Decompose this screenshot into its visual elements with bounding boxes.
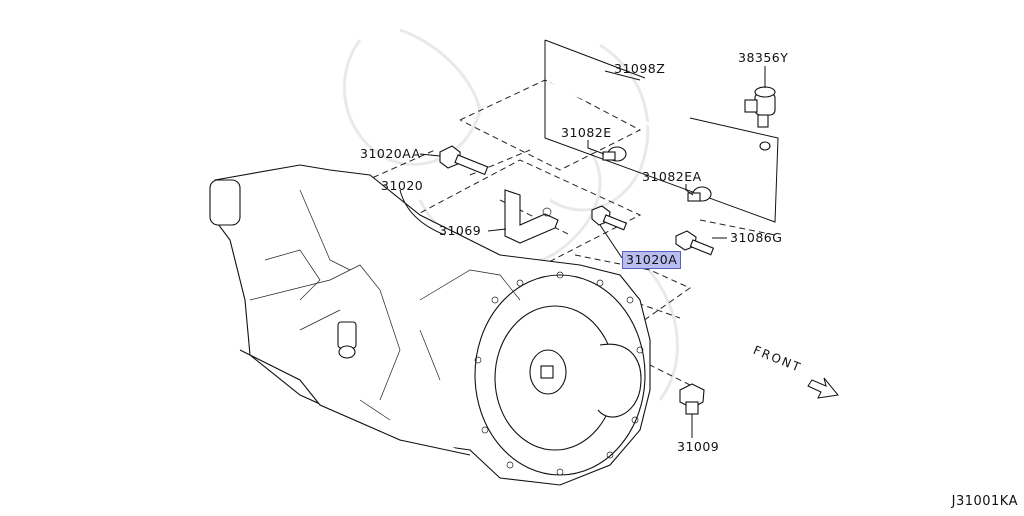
part-label-31020AA[interactable]: 31020AA bbox=[360, 146, 421, 161]
part-label-31020A[interactable]: 31020A bbox=[622, 251, 682, 269]
front-arrow-icon bbox=[807, 377, 839, 399]
bolt-31020AA bbox=[439, 145, 489, 176]
breather-cap-38356Y bbox=[744, 86, 776, 128]
bracket-31069 bbox=[504, 189, 559, 244]
bolt-31086G bbox=[675, 230, 715, 256]
part-label-31098Z[interactable]: 31098Z bbox=[614, 61, 666, 76]
part-label-31082EA[interactable]: 31082EA bbox=[642, 169, 702, 184]
part-label-38356Y[interactable]: 38356Y bbox=[738, 50, 789, 65]
bolt-31020A bbox=[591, 205, 628, 231]
hose-clip-31082E bbox=[602, 146, 627, 162]
transmission-assembly-31020 bbox=[209, 164, 651, 486]
part-label-31082E[interactable]: 31082E bbox=[561, 125, 612, 140]
part-label-31069[interactable]: 31069 bbox=[439, 223, 482, 238]
part-label-31020[interactable]: 31020 bbox=[381, 178, 424, 193]
bolt-31009 bbox=[679, 383, 705, 415]
part-label-31009[interactable]: 31009 bbox=[677, 439, 720, 454]
hose-clip-31082EA bbox=[687, 186, 712, 202]
part-label-31086G[interactable]: 31086G bbox=[730, 230, 783, 245]
diagram-code: J31001KA bbox=[951, 494, 1018, 509]
